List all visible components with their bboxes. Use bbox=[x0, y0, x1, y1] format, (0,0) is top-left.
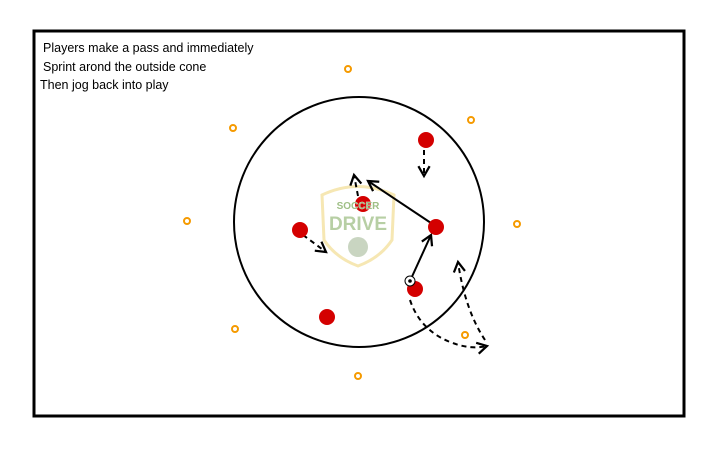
instruction-line-2: Sprint arond the outside cone bbox=[43, 60, 207, 74]
cone-marker bbox=[231, 325, 239, 333]
cone-marker bbox=[467, 116, 475, 124]
logo-main-text: DRIVE bbox=[329, 214, 387, 235]
jog-dashed-arrow bbox=[452, 259, 486, 341]
logo-watermark: DRIVE bbox=[320, 185, 396, 268]
pass-arrow bbox=[366, 179, 435, 226]
run-dashed-arrow bbox=[349, 172, 363, 197]
cone-marker bbox=[513, 220, 521, 228]
logo-top-text: SOCCER bbox=[337, 201, 381, 212]
ball-icon bbox=[404, 275, 416, 287]
instruction-line-3: Then jog back into play bbox=[40, 78, 169, 92]
player-marker bbox=[292, 222, 308, 238]
cone-marker bbox=[344, 65, 352, 73]
movement-lines bbox=[302, 150, 490, 355]
pass-arrow bbox=[409, 232, 434, 282]
player-marker bbox=[319, 309, 335, 325]
player-marker bbox=[418, 132, 434, 148]
cone-marker bbox=[354, 372, 362, 380]
instruction-line-1: Players make a pass and immediately bbox=[43, 41, 254, 55]
run-dashed-arrow bbox=[302, 234, 328, 254]
player-marker bbox=[428, 219, 444, 235]
player-marker bbox=[355, 196, 371, 212]
cone-marker bbox=[229, 124, 237, 132]
playing-circle bbox=[233, 96, 485, 348]
cone-marker bbox=[461, 331, 469, 339]
cone-marker bbox=[183, 217, 191, 225]
